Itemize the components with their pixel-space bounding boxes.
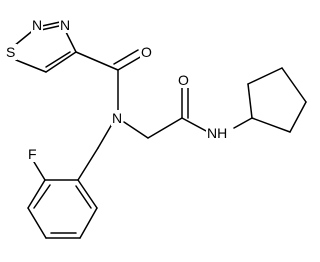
cyclopentane-ring (247, 67, 307, 133)
bond-c4-c5 (45, 51, 77, 73)
atom-f: F (28, 146, 37, 162)
bond-carbonyl-o (117, 55, 143, 71)
bond-n-ch2 (123, 121, 149, 139)
bond-c-f (33, 161, 46, 181)
bond-c4-carbonyl (75, 51, 119, 71)
bond-c4-c5-inner (45, 51, 71, 68)
atom-o-upper: O (141, 44, 152, 60)
bond-ch2-ring (77, 147, 99, 181)
atom-n-top: N (32, 17, 42, 33)
bond-c5-s (15, 59, 47, 73)
bond-c-nh (181, 117, 209, 133)
bond-n-n (41, 21, 61, 27)
atom-s: S (6, 44, 15, 60)
bond-nh-cyclopentyl (233, 117, 253, 129)
atom-o-right: O (178, 72, 189, 88)
benzene-ring (27, 179, 98, 239)
atom-labels: N N S O N O NH F (5, 17, 230, 162)
atom-n-amide: N (112, 110, 122, 126)
atom-n-right: N (60, 17, 70, 33)
bond-n-n-inner (40, 25, 60, 31)
atom-nh: NH (207, 125, 227, 141)
bond-ch2-c (147, 117, 183, 139)
bond-n-benzyl-ch2 (97, 123, 113, 149)
bond-carbonyl-o-double (113, 49, 139, 65)
